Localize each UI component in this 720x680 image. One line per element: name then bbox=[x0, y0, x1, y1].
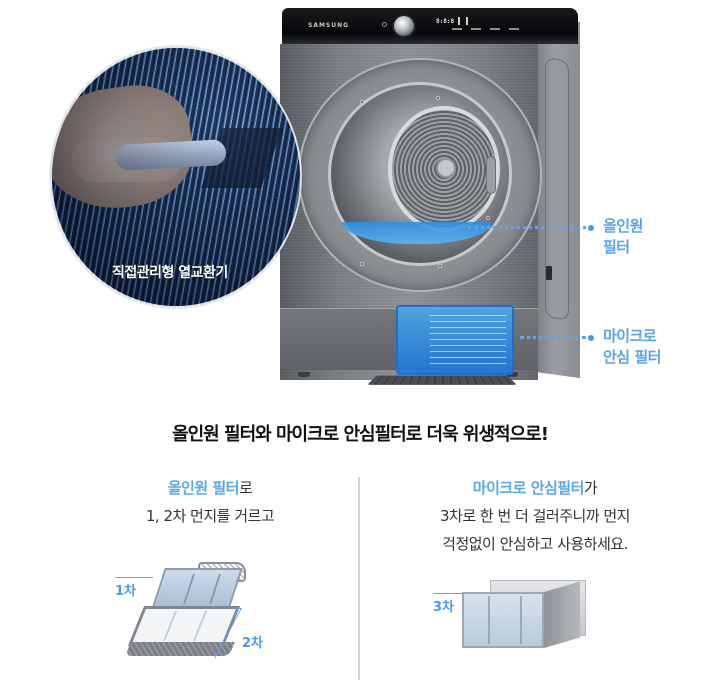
feature-desc: 걱정없이 안심하고 사용하세요. bbox=[442, 535, 628, 553]
filter-stage3-panel bbox=[462, 592, 544, 648]
screw-icon bbox=[486, 216, 490, 220]
callout-dot-icon bbox=[588, 335, 594, 341]
stage1-label: 1차 bbox=[115, 584, 137, 599]
drum-hub bbox=[436, 158, 456, 178]
screw-icon bbox=[360, 100, 364, 104]
feature-title: 마이크로 안심필터가 bbox=[472, 479, 598, 497]
control-panel: SAMSUNG 8:8:8 bbox=[282, 8, 578, 44]
feature-desc: 1, 2차 먼지를 거르고 bbox=[145, 507, 275, 525]
dryer-foot bbox=[298, 372, 310, 377]
feature-title: 올인원 필터로 bbox=[167, 479, 253, 497]
screw-icon bbox=[360, 262, 364, 266]
control-buttons bbox=[452, 28, 519, 30]
heat-exchanger-closeup bbox=[50, 46, 302, 308]
feature-micro: 마이크로 안심필터가 3차로 한 번 더 걸러주니까 먼지 걱정없이 안심하고 … bbox=[375, 474, 695, 558]
side-panel-outline bbox=[545, 57, 569, 321]
power-icon bbox=[382, 22, 387, 27]
stage3-line bbox=[433, 593, 463, 594]
filter-stage1-panel bbox=[151, 568, 243, 610]
callout-all-in-one-filter: 올인원 필터 bbox=[603, 217, 643, 256]
display-segment-icon bbox=[458, 17, 460, 25]
feature-all-in-one: 올인원 필터로 1, 2차 먼지를 거르고 bbox=[80, 474, 340, 530]
all-in-one-filter-highlight bbox=[342, 222, 492, 244]
micro-filter-image bbox=[462, 580, 592, 650]
micro-filter-door bbox=[367, 375, 517, 385]
callout-line-micro bbox=[520, 336, 586, 339]
micro-filter-highlight bbox=[396, 305, 514, 375]
screw-icon bbox=[436, 96, 440, 100]
stage2-label: 2차 bbox=[242, 636, 264, 651]
stage1-line bbox=[115, 577, 153, 578]
display-segment-icon bbox=[466, 17, 468, 25]
control-display: 8:8:8 bbox=[436, 18, 455, 25]
callout-line-all-in-one bbox=[468, 226, 586, 229]
column-divider bbox=[358, 477, 360, 680]
feature-desc: 3차로 한 번 더 걸러주니까 먼지 bbox=[440, 507, 631, 525]
page-headline: 올인원 필터와 마이크로 안심필터로 더욱 위생적으로! bbox=[172, 424, 549, 445]
filter-housing-side bbox=[544, 581, 580, 648]
brand-logo: SAMSUNG bbox=[308, 22, 350, 29]
side-handle-icon bbox=[546, 266, 552, 280]
heat-exchanger-label: 직접관리형 열교환기 bbox=[112, 265, 228, 281]
dryer-foot bbox=[506, 372, 518, 377]
callout-dot-icon bbox=[588, 225, 594, 231]
dryer-side-panel bbox=[536, 16, 580, 379]
door-latch-icon bbox=[486, 156, 496, 194]
dryer-product-image: SAMSUNG 8:8:8 bbox=[280, 8, 580, 385]
dial-knob bbox=[394, 16, 414, 36]
screw-icon bbox=[438, 264, 442, 268]
callout-micro-filter: 마이크로 안심 필터 bbox=[603, 327, 661, 366]
all-in-one-filter-image bbox=[125, 562, 248, 662]
stage3-label: 3차 bbox=[433, 600, 455, 615]
